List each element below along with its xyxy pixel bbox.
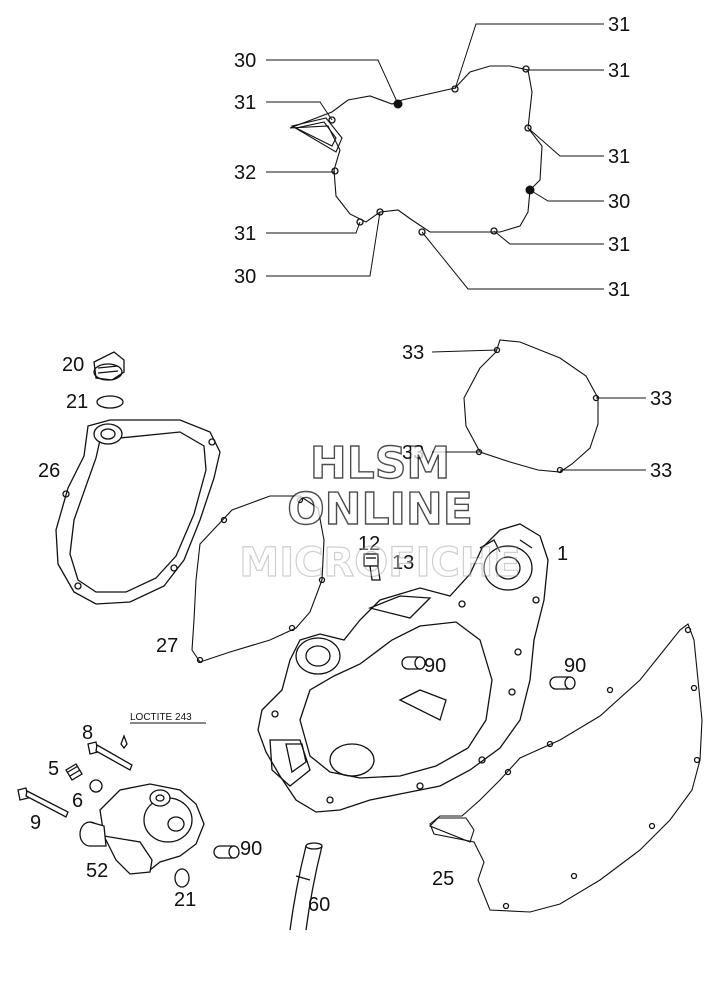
label-27: 27 (156, 635, 178, 657)
label-33-a: 33 (402, 342, 424, 364)
label-12: 12 (358, 533, 380, 555)
label-6: 6 (72, 790, 83, 812)
label-90-c: 90 (240, 838, 262, 860)
loctite-note: LOCTITE 243 (130, 712, 192, 723)
label-25: 25 (432, 868, 454, 890)
label-33-b: 33 (650, 388, 672, 410)
label-9: 9 (30, 812, 41, 834)
label-31-r2: 31 (608, 60, 630, 82)
label-31-r5: 31 (608, 279, 630, 301)
watermark-line-3: MICROFICHE (239, 540, 520, 586)
seal-ring-6 (89, 779, 103, 793)
water-pump-cover-52 (79, 783, 205, 875)
bolt-8 (87, 741, 133, 771)
label-21-bottom: 21 (174, 889, 196, 911)
dowel-sleeve-90-a (401, 656, 426, 670)
clutch-gasket-leaders (431, 349, 646, 471)
label-31-a: 31 (234, 92, 256, 114)
label-20: 20 (62, 354, 84, 376)
label-5: 5 (48, 758, 59, 780)
label-30-b: 30 (234, 266, 256, 288)
clutch-cover-gasket (463, 339, 600, 474)
cover-gasket-top (289, 65, 543, 233)
o-ring-21-bottom (174, 868, 190, 888)
label-1: 1 (557, 543, 568, 565)
label-21-top: 21 (66, 391, 88, 413)
label-31-r3: 31 (608, 146, 630, 168)
dowel-sleeve-90-c (213, 845, 240, 859)
bolt-9 (17, 787, 69, 818)
watermark-line-2: ONLINE (287, 484, 473, 535)
clutch-cover-housing (257, 523, 549, 813)
oil-filler-plug (93, 351, 125, 381)
label-33-c: 33 (402, 442, 424, 464)
hose-60 (289, 842, 323, 931)
loctite-drop-icon (120, 734, 128, 750)
label-31-r1: 31 (608, 14, 630, 36)
bleed-screw-5 (65, 763, 83, 781)
gasket-top-leaders (266, 23, 604, 290)
label-30-a: 30 (234, 50, 256, 72)
label-52: 52 (86, 860, 108, 882)
outer-clutch-cover (55, 419, 221, 605)
label-31-b: 31 (234, 223, 256, 245)
o-ring-21-top (96, 395, 124, 409)
dowel-sleeve-90-b (549, 676, 576, 690)
label-33-d: 33 (650, 460, 672, 482)
label-30-r: 30 (608, 191, 630, 213)
clutch-cover-gasket-large (429, 623, 703, 913)
screw-plug-12-13 (363, 553, 381, 581)
watermark: HLSM ONLINE MICROFICHE (239, 437, 521, 586)
label-90-a: 90 (424, 655, 446, 677)
label-31-r4: 31 (608, 234, 630, 256)
label-60: 60 (308, 894, 330, 916)
label-26: 26 (38, 460, 60, 482)
outer-cover-gasket (191, 495, 326, 664)
label-8: 8 (82, 722, 93, 744)
gasket-top-holes (328, 65, 535, 236)
label-90-b: 90 (564, 655, 586, 677)
watermark-line-1: HLSM (310, 438, 450, 489)
label-32: 32 (234, 162, 256, 184)
label-13: 13 (392, 552, 414, 574)
